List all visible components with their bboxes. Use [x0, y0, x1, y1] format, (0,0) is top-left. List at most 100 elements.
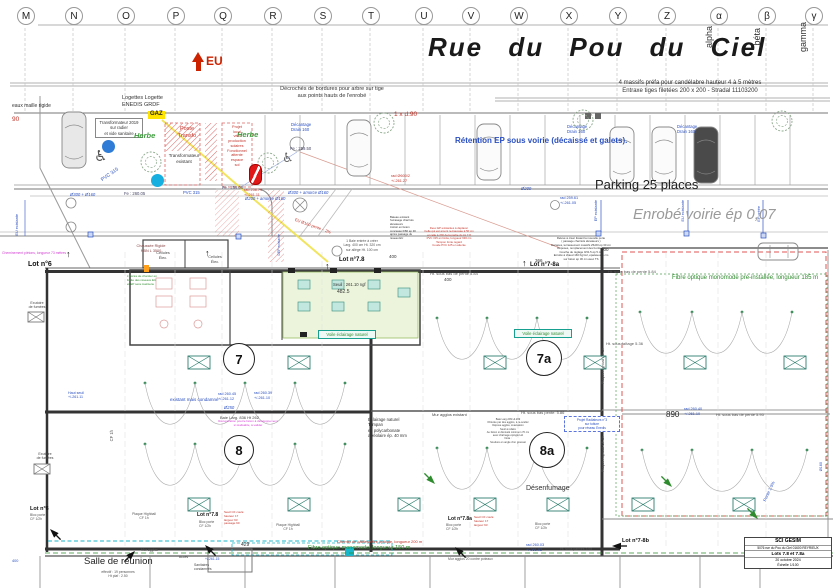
- highball-rot-2: Plaque Highball CF 1h: [601, 436, 605, 472]
- note-logettes: Logettes Logette ENEDIS GRDF: [122, 95, 163, 108]
- decantage-2: Décantage Drain 160: [567, 124, 588, 135]
- dim-366: 366: [535, 258, 543, 263]
- eu-existante-rot: EU existante: [681, 200, 685, 222]
- ht-pente-584b: Ht. sous bas de pente 5.84: [430, 271, 478, 276]
- title-block-scale: Échelle 1/100: [777, 562, 799, 567]
- wheelchair-icon-1: ♿: [94, 148, 108, 165]
- generated-linework: [24, 28, 814, 563]
- baie-entree: 1 Baie entrée à créer Larg. 400 cm Ht. 3…: [343, 239, 381, 252]
- north-arrow-2: ↑: [205, 248, 210, 258]
- fire-hydrant-icon: [249, 164, 262, 185]
- amorce-300: Ø300 + amorce Ø160: [288, 190, 329, 195]
- salle-reunion: Salle de réunion: [84, 556, 153, 567]
- dia-300-160: Ø300 + Ø160: [70, 192, 96, 197]
- access-arrow-icon: [50, 529, 62, 541]
- note-maille: eaux maille rigide: [12, 103, 51, 109]
- access-arrow-icon: [660, 475, 672, 487]
- ep-existante-rot: EP existante: [594, 200, 598, 222]
- bottom-strip-rooms: [39, 548, 761, 588]
- lot-circle-7: 7: [223, 343, 255, 375]
- grid-column-U: U: [415, 7, 433, 25]
- cf-1h-rot: CF 1h: [109, 430, 114, 442]
- col-label-gamma: gamma: [798, 22, 808, 53]
- projet-local: Projet local vélo production solaires Fo…: [227, 125, 247, 167]
- lot-6: Lot n°6: [28, 261, 52, 268]
- col-label-alpha: alpha: [704, 26, 714, 49]
- access-arrow-icon: [205, 545, 217, 557]
- ht-pente-584: Ht. sous bas de pente 5.84: [608, 269, 656, 274]
- lot-7-8: Lot n°7.8: [339, 257, 365, 263]
- enrobe-voirie: Enrobé voirie ép 0,07: [633, 206, 776, 223]
- blocporte-1: Bloc porte CF 1/2h: [30, 513, 46, 522]
- haut-seuil: Haut seuil +/-261.11: [68, 391, 84, 400]
- pm-26115: +/-261.15: [205, 557, 220, 561]
- grid-column-Z: Z: [658, 7, 676, 25]
- fe-26005: Fe : 260.05: [124, 191, 146, 196]
- rad-26003: rad 260.03 +/-261.02: [526, 543, 545, 552]
- street-name: Rue du Pou du Ciel: [428, 32, 767, 62]
- dia-250: Ø250: [224, 405, 235, 410]
- network-lines: [24, 200, 833, 556]
- cellules-elec-2: Cellules Élec.: [208, 255, 222, 264]
- lot-78b-label: Lot n°7-8b: [622, 538, 649, 544]
- blocporte-4: Bloc porte CF 1/2h: [535, 522, 551, 531]
- manholes-and-symbols: [65, 113, 601, 556]
- voile-eclairage-1: Voile éclairage naturel: [318, 330, 376, 340]
- eu-label: EU: [206, 54, 223, 68]
- seuil-cf-2: Seuil CF coulé hauteur 17 largeur 93: [474, 515, 494, 527]
- rad-o600: rad Ø600/2 +/-261.27: [391, 174, 410, 183]
- eu-flow-arrow-icon: [192, 52, 204, 71]
- baie-836: Baie Larg. 836 Ht 262: [220, 415, 259, 420]
- rad-26045: rad 260.45 +/-261.12: [218, 392, 237, 401]
- note-bordures: Décrochés de bordures pour arbre sur tig…: [280, 86, 384, 99]
- access-arrow-icon: [423, 472, 435, 484]
- grid-column-T: T: [362, 7, 380, 25]
- fe-25950: Fe : 259.50: [290, 146, 312, 151]
- dia-200: Ø200: [521, 186, 532, 191]
- ep-creee-rot: EP créée: [757, 206, 761, 222]
- note-baie-8a: Baie Larg.299 Ht.209 Obturée par des agg…: [486, 418, 530, 444]
- voile-eclairage-2: Voile éclairage naturel: [514, 329, 572, 339]
- grid-column-X: X: [560, 7, 578, 25]
- magenta-poutre: Récupération poutre béton à développemen…: [218, 419, 278, 427]
- retention-ep: Rétention EP sous voirie (décaissé et ga…: [455, 136, 628, 145]
- seuil-261: Seuil : 261.10 ngf: [333, 282, 366, 287]
- decantage-1: Décantage Drain 160: [291, 122, 312, 133]
- val-4825: 482.5: [337, 289, 350, 295]
- herbe-1: Herbe: [134, 131, 156, 140]
- office-block: [129, 239, 421, 346]
- chaussee-rigide: Chaussée Rigide NBN L 3500: [136, 244, 166, 253]
- grid-column-M: M: [17, 7, 35, 25]
- grid-column-Q: Q: [214, 7, 232, 25]
- blocporte-2: Bloc porte CF 1/2h: [199, 520, 215, 529]
- hatched-zones: [164, 122, 284, 262]
- access-arrow-icon: [612, 542, 627, 550]
- note-massifs: 4 massifs préfa pour candélabre hauteur …: [618, 80, 762, 94]
- ht-pente-586: Ht. sous bas pente: 5.86: [521, 410, 565, 415]
- gaz-label: GAZ: [148, 111, 165, 119]
- amorce-200: Ø200 + amorce Ø160: [245, 196, 286, 201]
- rad-25879: rad 258.79 +/-261.11: [244, 188, 263, 197]
- dim-400b: 400: [444, 277, 452, 282]
- dim-500: 500: [601, 247, 609, 252]
- o160-rot: Ø160: [819, 462, 823, 472]
- lot-circle-7a: 7a: [526, 340, 562, 376]
- ht-pannes: Ht. sous pannes 3.05: [560, 547, 593, 551]
- title-block-address: 5076 rue du Pou du Ciel 01600 REYRIEUX: [745, 546, 831, 552]
- grid-column-R: R: [264, 7, 282, 25]
- title-block: SCI GESIM 5076 rue du Pou du Ciel 01600 …: [744, 537, 832, 569]
- eu-existante-rot2: EU existante: [15, 214, 19, 236]
- grid-column-V: V: [462, 7, 480, 25]
- existant-condamne: existant mais condamné: [170, 397, 219, 402]
- access-arrow-icon: [455, 547, 467, 559]
- rad-26039: rad 260.39 +/-261.10: [254, 391, 273, 400]
- network-node-icon: [102, 140, 115, 153]
- exutoire-2: Exutoire de fumées: [36, 452, 54, 461]
- salle-sub: effectif : 19 personnes Ht plaf : 2.50: [101, 570, 135, 579]
- eclairage-tympan: Éclairage naturel Tympan en polycarbonat…: [368, 417, 407, 438]
- north-arrow-3: ↑: [325, 261, 330, 271]
- lot-6b: Lot n°6: [30, 506, 49, 512]
- note-porte: Relevé à créer lissant la nouvelle porte…: [551, 236, 611, 261]
- lot-78-bottom: Lot n°7.8: [197, 512, 219, 518]
